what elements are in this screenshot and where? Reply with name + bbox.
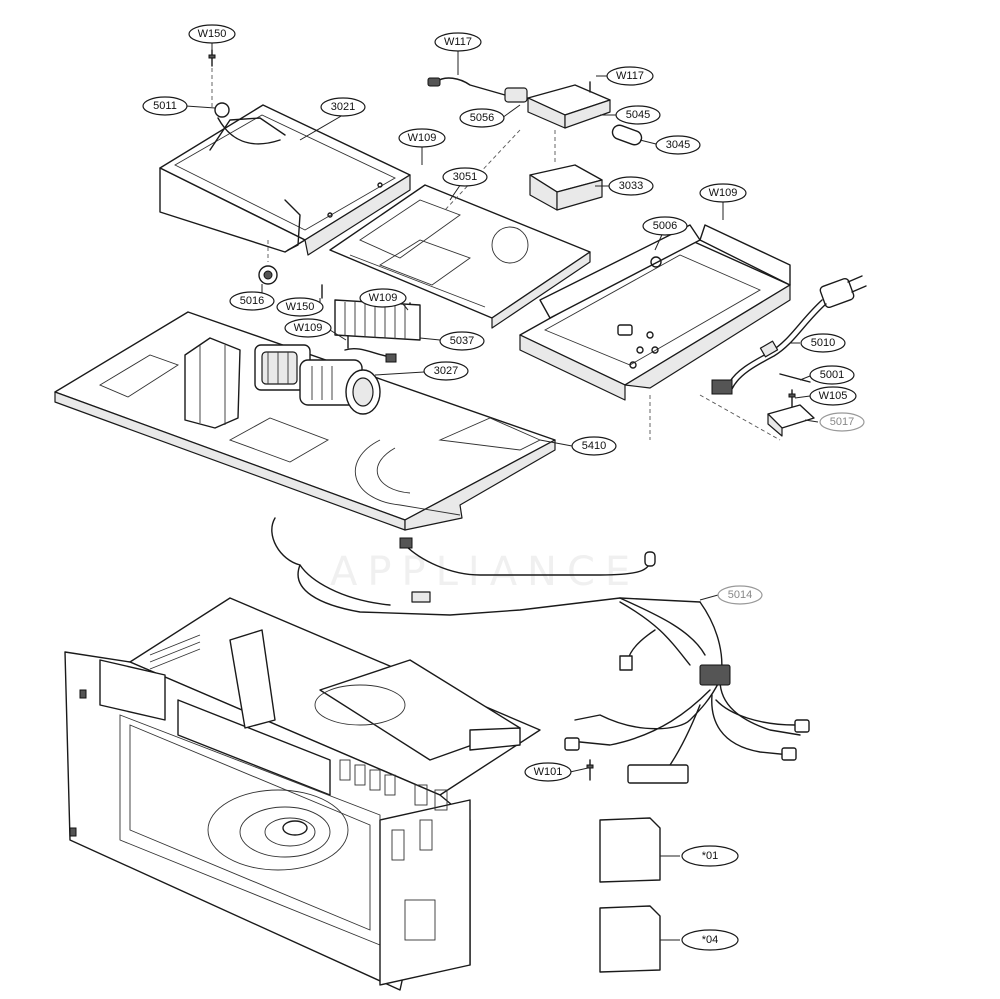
watermark: APPLIANCE bbox=[330, 549, 640, 595]
svg-text:5017: 5017 bbox=[830, 416, 854, 428]
callout-3045: 3045 bbox=[655, 135, 701, 155]
power-cord-5010 bbox=[711, 275, 867, 395]
callout-W109-d: W109 bbox=[284, 318, 332, 338]
svg-text:W150: W150 bbox=[286, 301, 315, 313]
svg-text:3051: 3051 bbox=[453, 171, 477, 183]
callout-W109-c: W109 bbox=[359, 288, 407, 308]
callout-W150-top: W150 bbox=[188, 24, 236, 44]
cover-box-3021 bbox=[159, 102, 411, 256]
svg-text:W109: W109 bbox=[369, 292, 398, 304]
callout-3033: 3033 bbox=[608, 176, 654, 196]
svg-text:5410: 5410 bbox=[582, 440, 606, 452]
svg-text:W117: W117 bbox=[616, 70, 644, 82]
callout-5410: 5410 bbox=[571, 436, 617, 456]
small-parts-right bbox=[649, 373, 815, 441]
callout-3027: 3027 bbox=[423, 361, 469, 381]
svg-text:*04: *04 bbox=[702, 934, 719, 946]
screw-w150-top bbox=[208, 49, 216, 110]
callout-5017: 5017 bbox=[819, 412, 865, 432]
svg-text:W105: W105 bbox=[819, 390, 848, 402]
svg-text:W101: W101 bbox=[534, 766, 563, 778]
svg-text:W109: W109 bbox=[408, 132, 437, 144]
callout-5010: 5010 bbox=[800, 333, 846, 353]
svg-text:5010: 5010 bbox=[811, 337, 835, 349]
thermal-fuse-group bbox=[427, 77, 643, 211]
callout-5001: 5001 bbox=[809, 365, 855, 385]
callout-01: *01 bbox=[681, 845, 739, 867]
callout-W150-mid: W150 bbox=[276, 297, 324, 317]
callout-5037: 5037 bbox=[439, 331, 485, 351]
callout-3021: 3021 bbox=[320, 97, 366, 117]
svg-text:3027: 3027 bbox=[434, 365, 458, 377]
svg-text:5056: 5056 bbox=[470, 112, 494, 124]
document-sheets bbox=[599, 817, 661, 973]
svg-text:3033: 3033 bbox=[619, 180, 643, 192]
callout-W117-a: W117 bbox=[434, 32, 482, 52]
svg-text:5006: 5006 bbox=[653, 220, 677, 232]
callout-5056: 5056 bbox=[459, 108, 505, 128]
callout-5016: 5016 bbox=[229, 291, 275, 311]
callout-W109-b: W109 bbox=[699, 183, 747, 203]
callout-W109-a: W109 bbox=[398, 128, 446, 148]
svg-text:5016: 5016 bbox=[240, 295, 264, 307]
mounting-plate-3051 bbox=[329, 184, 591, 329]
air-duct bbox=[184, 337, 241, 429]
callout-W105: W105 bbox=[809, 386, 857, 406]
svg-text:W150: W150 bbox=[198, 28, 227, 40]
svg-text:W109: W109 bbox=[709, 187, 738, 199]
callout-04: *04 bbox=[681, 929, 739, 951]
oven-chassis bbox=[64, 597, 541, 991]
wire-harness-5014 bbox=[271, 517, 810, 784]
svg-text:*01: *01 bbox=[702, 850, 719, 862]
callout-W117-b: W117 bbox=[606, 66, 654, 86]
svg-text:5011: 5011 bbox=[153, 100, 177, 112]
callout-5045: 5045 bbox=[615, 105, 661, 125]
svg-text:5001: 5001 bbox=[820, 369, 844, 381]
svg-text:3045: 3045 bbox=[666, 139, 690, 151]
svg-text:W117: W117 bbox=[444, 36, 472, 48]
svg-text:5037: 5037 bbox=[450, 335, 474, 347]
thermostat-5016 bbox=[258, 240, 411, 349]
base-plate-5410 bbox=[54, 311, 556, 531]
callout-W101: W101 bbox=[524, 762, 572, 782]
svg-text:3021: 3021 bbox=[331, 101, 355, 113]
control-box-5006 bbox=[519, 224, 791, 401]
callout-5014: 5014 bbox=[717, 585, 763, 605]
leader-lines bbox=[185, 42, 819, 941]
svg-text:5045: 5045 bbox=[626, 109, 650, 121]
svg-text:5014: 5014 bbox=[728, 589, 752, 601]
callout-5006: 5006 bbox=[642, 216, 688, 236]
callout-5011: 5011 bbox=[142, 96, 188, 116]
screw-w101 bbox=[586, 759, 594, 781]
blower-fan-3027 bbox=[254, 344, 397, 415]
svg-text:W109: W109 bbox=[294, 322, 323, 334]
callout-3051: 3051 bbox=[442, 167, 488, 187]
